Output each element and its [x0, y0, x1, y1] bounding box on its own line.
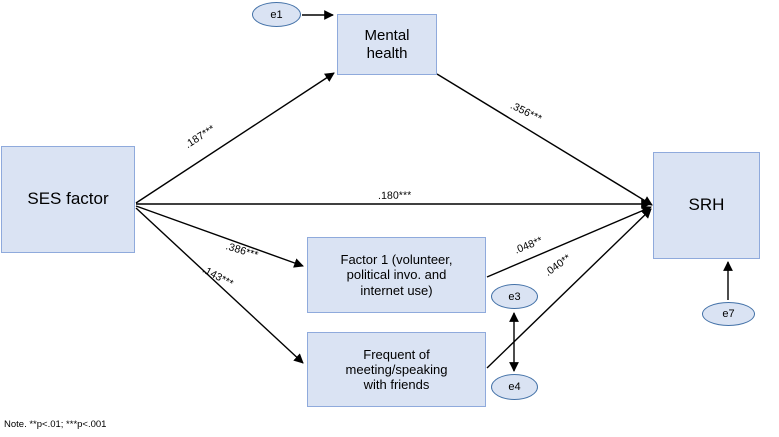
edge-mental-to-srh — [436, 73, 653, 206]
edge-factor1-to-srh — [486, 205, 652, 278]
node-error-e3[interactable]: e3 — [491, 284, 538, 309]
edge-label-ses-to-srh: .180*** — [377, 189, 412, 202]
node-error-e1-label: e1 — [270, 8, 283, 21]
node-error-e7-label: e7 — [722, 308, 735, 320]
node-ses-factor-label: SES factor — [27, 189, 109, 209]
node-error-e4-label: e4 — [508, 381, 521, 393]
edge-ses-to-friends — [135, 207, 304, 364]
node-ses-factor[interactable]: SES factor — [1, 146, 135, 253]
node-srh-label: SRH — [688, 195, 725, 215]
edge-ses-to-mental — [135, 72, 335, 204]
node-error-e4[interactable]: e4 — [491, 374, 538, 400]
node-error-e3-label: e3 — [508, 290, 521, 303]
node-srh[interactable]: SRH — [653, 152, 760, 259]
node-error-e7[interactable]: e7 — [702, 302, 755, 326]
edge-ses-to-factor1 — [135, 205, 304, 268]
significance-note: Note. **p<.01; ***p<.001 — [4, 419, 107, 430]
node-error-e1[interactable]: e1 — [252, 2, 301, 27]
